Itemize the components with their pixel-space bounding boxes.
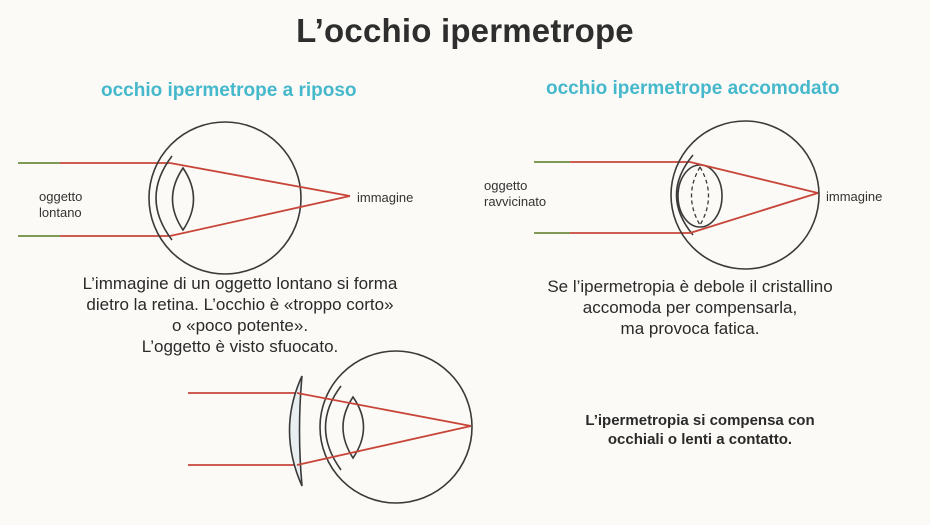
eye-diagram-corrected (188, 350, 473, 504)
caption-line: L’immagine di un oggetto lontano si form… (82, 274, 398, 293)
caption-accommodated-eye: Se l’ipermetropia è debole il cristallin… (500, 276, 880, 339)
lens-resting-dashed (699, 166, 710, 226)
caption-resting-eye: L’immagine di un oggetto lontano si form… (30, 273, 450, 357)
lens-resting-dashed (690, 166, 701, 226)
ray-bottom-converging (296, 425, 472, 466)
lens (171, 166, 195, 232)
ray-top-converging (169, 162, 351, 197)
image-label-left: immagine (357, 190, 414, 205)
ray-bottom-converging (689, 192, 819, 234)
subtitle-accommodated-eye: occhio ipermetrope accomodato (546, 78, 840, 99)
lens (342, 395, 365, 460)
cornea (155, 155, 173, 241)
caption-line: Se l’ipermetropia è debole il cristallin… (547, 277, 833, 296)
object-label-far: oggetto lontano (39, 189, 82, 221)
corrective-lens (288, 375, 303, 487)
eyeball (670, 120, 820, 270)
object-label-line: lontano (39, 205, 82, 220)
lens-accommodated (677, 164, 723, 228)
caption-line: o «poco potente». (171, 316, 309, 335)
caption-correction: L’ipermetropia si compensa con occhiali … (540, 411, 860, 449)
caption-line: ma provoca fatica. (620, 319, 760, 338)
object-label-line: oggetto (39, 189, 83, 204)
caption-line: dietro la retina. L’occhio è «troppo cor… (86, 295, 394, 314)
object-label-line: ravvicinato (484, 194, 547, 209)
caption-line: L’oggetto è visto sfuocato. (141, 337, 339, 356)
caption-line: occhiali o lenti a contatto. (607, 431, 793, 448)
subtitle-resting-eye: occhio ipermetrope a riposo (101, 80, 357, 101)
object-label-line: oggetto (484, 178, 528, 193)
caption-line: L’ipermetropia si compensa con (585, 412, 815, 429)
ray-top-converging (296, 392, 472, 427)
image-label-right: immagine (826, 189, 883, 204)
eye-diagram-resting (18, 121, 351, 275)
ray-top-converging (689, 161, 819, 194)
eyeball (148, 121, 302, 275)
cornea (675, 154, 694, 236)
page-title: L’occhio ipermetrope (296, 12, 634, 49)
ray-bottom-converging (169, 195, 351, 237)
eye-diagram-accommodated (534, 120, 820, 270)
eyeball (319, 350, 473, 504)
caption-line: accomoda per compensarla, (582, 298, 798, 317)
cornea (324, 385, 342, 471)
object-label-near: oggetto ravvicinato (484, 178, 546, 210)
